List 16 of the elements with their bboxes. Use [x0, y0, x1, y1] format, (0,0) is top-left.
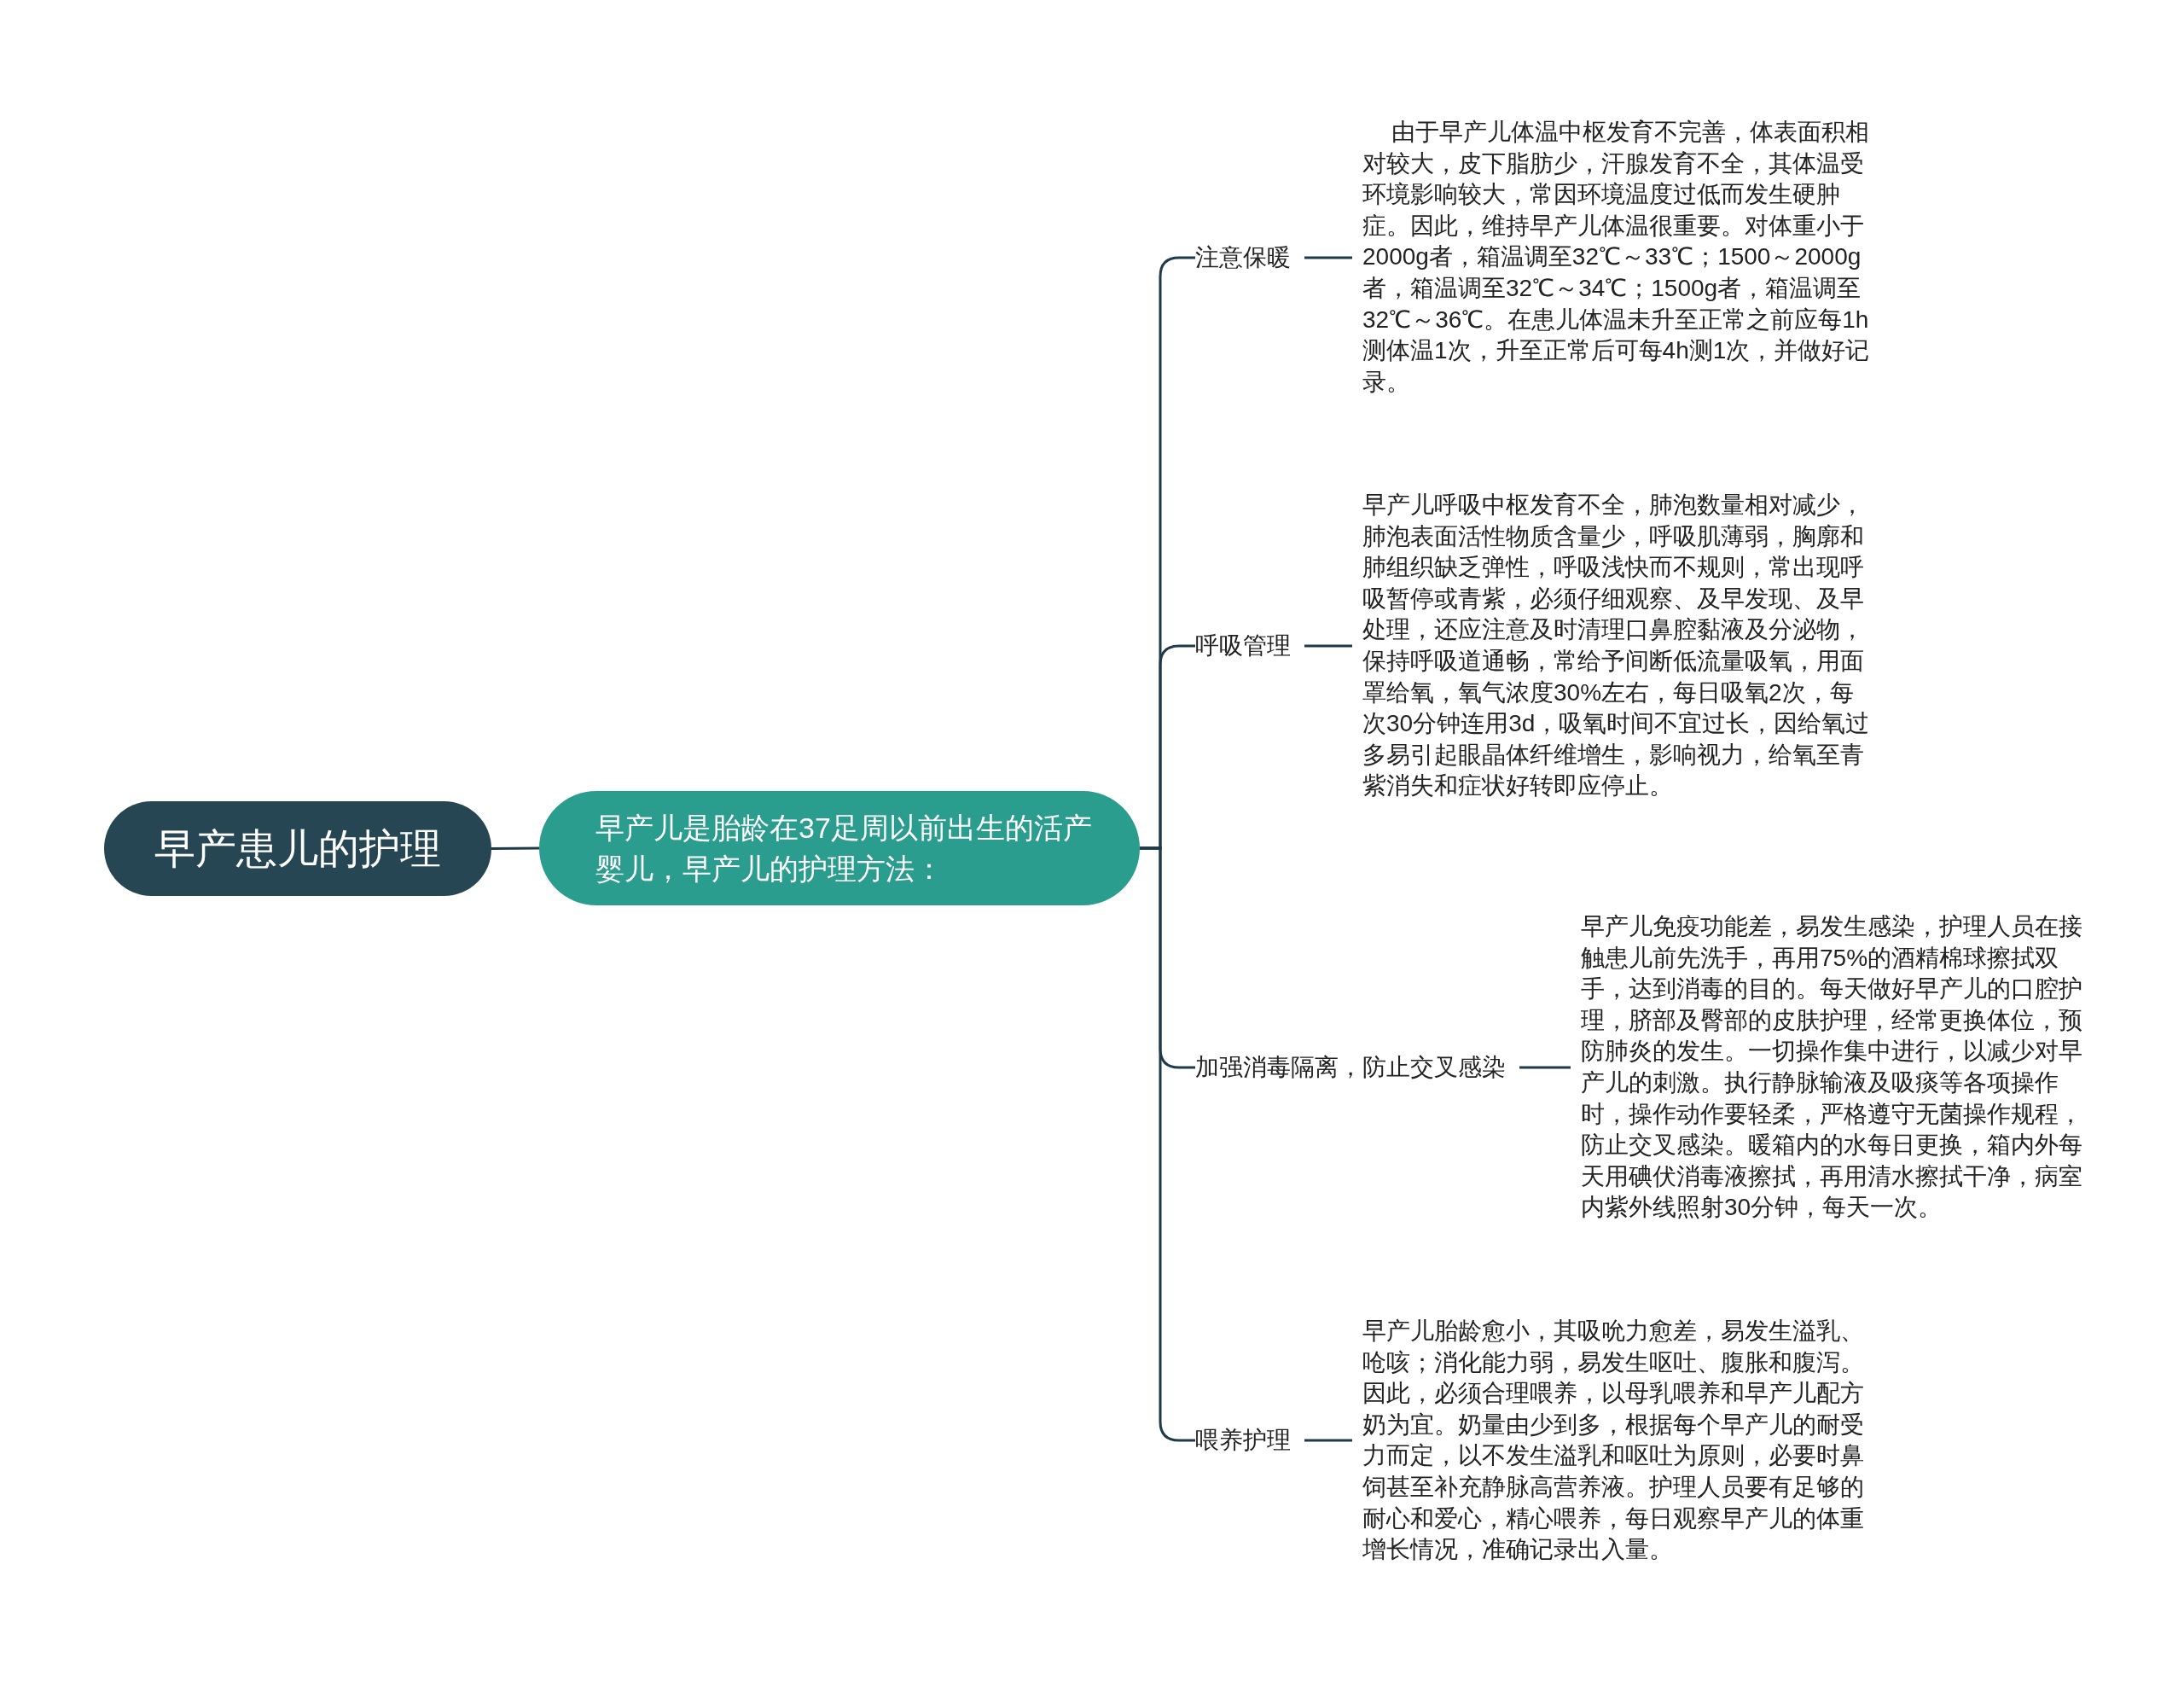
connector-line	[1140, 846, 1195, 1442]
branch-label: 呼吸管理	[1195, 628, 1304, 664]
description-text: 早产儿呼吸中枢发育不全，肺泡数量相对减少，肺泡表面活性物质含量少，呼吸肌薄弱，胸廓和肺组织缺乏弹性，呼吸浅快而不规则，常出现呼吸暂停或青紫，必须仔细观察、及早发现、及早处理，还应注意及时清理口鼻腔黏液及分泌物，保持呼吸道通畅，常给予间断低流量吸氧，用面罩给氧，氧气浓度30%左右，每日吸氧2次，每次30分钟连用3d，吸氧时间不宜过长，因给氧过多易引起眼晶体纤维增生，影响视力，给氧至青紫消失和症状好转即应停止。	[1352, 490, 1874, 802]
description-text: 早产儿免疫功能差，易发生感染，护理人员在接触患儿前先洗手，再用75%的酒精棉球擦拭双手，达到消毒的目的。每天做好早产儿的口腔护理，脐部及臀部的皮肤护理，经常更换体位，预防肺炎的发生。一切操作集中进行，以减少对早产儿的刺激。执行静脉输液及吸痰等各项操作时，操作动作要轻柔，严格遵守无菌操作规程，防止交叉感染。暖箱内的水每日更换，箱内外每天用碘伏消毒液擦拭，再用清水擦拭干净，病室内紫外线照射30分钟，每天一次。	[1571, 911, 2096, 1224]
branch-label: 注意保暖	[1195, 240, 1304, 276]
description-text: 早产儿胎龄愈小，其吸吮力愈差，易发生溢乳、呛咳；消化能力弱，易发生呕吐、腹胀和腹泻。因此，必须合理喂养，以母乳喂养和早产儿配方奶为宜。奶量由少到多，根据每个早产儿的耐受力而定，以不发生溢乳和呕吐为原则，必要时鼻饲甚至补充静脉高营养液。护理人员要有足够的耐心和爱心，精心喂养，每日观察早产儿的体重增长情况，准确记录出入量。	[1352, 1315, 1874, 1566]
connector-line	[1304, 644, 1352, 648]
description-text: 由于早产儿体温中枢发育不完善，体表面积相对较大，皮下脂肪少，汗腺发育不全，其体温受环境影响较大，常因环境温度过低而发生硬肿症。因此，维持早产儿体温很重要。对体重小于2000g者，箱温调至32℃～33℃；1500～2000g者，箱温调至32℃～34℃；1500g者，箱温调至32℃～36℃。在患儿体温未升至正常之前应每1h测体温1次，升至正常后可每4h测1次，并做好记录。	[1352, 117, 1874, 398]
connector-line	[1519, 1066, 1571, 1069]
main-topic-pill: 早产儿是胎龄在37足周以前出生的活产婴儿，早产儿的护理方法：	[539, 791, 1140, 905]
connector-line	[1304, 1439, 1352, 1442]
branch-label: 喂养护理	[1195, 1422, 1304, 1458]
connector-line	[1304, 256, 1352, 259]
connector-line	[491, 846, 539, 850]
root-topic-pill: 早产患儿的护理	[104, 801, 491, 896]
branch-label: 加强消毒隔离，防止交叉感染	[1195, 1050, 1519, 1085]
